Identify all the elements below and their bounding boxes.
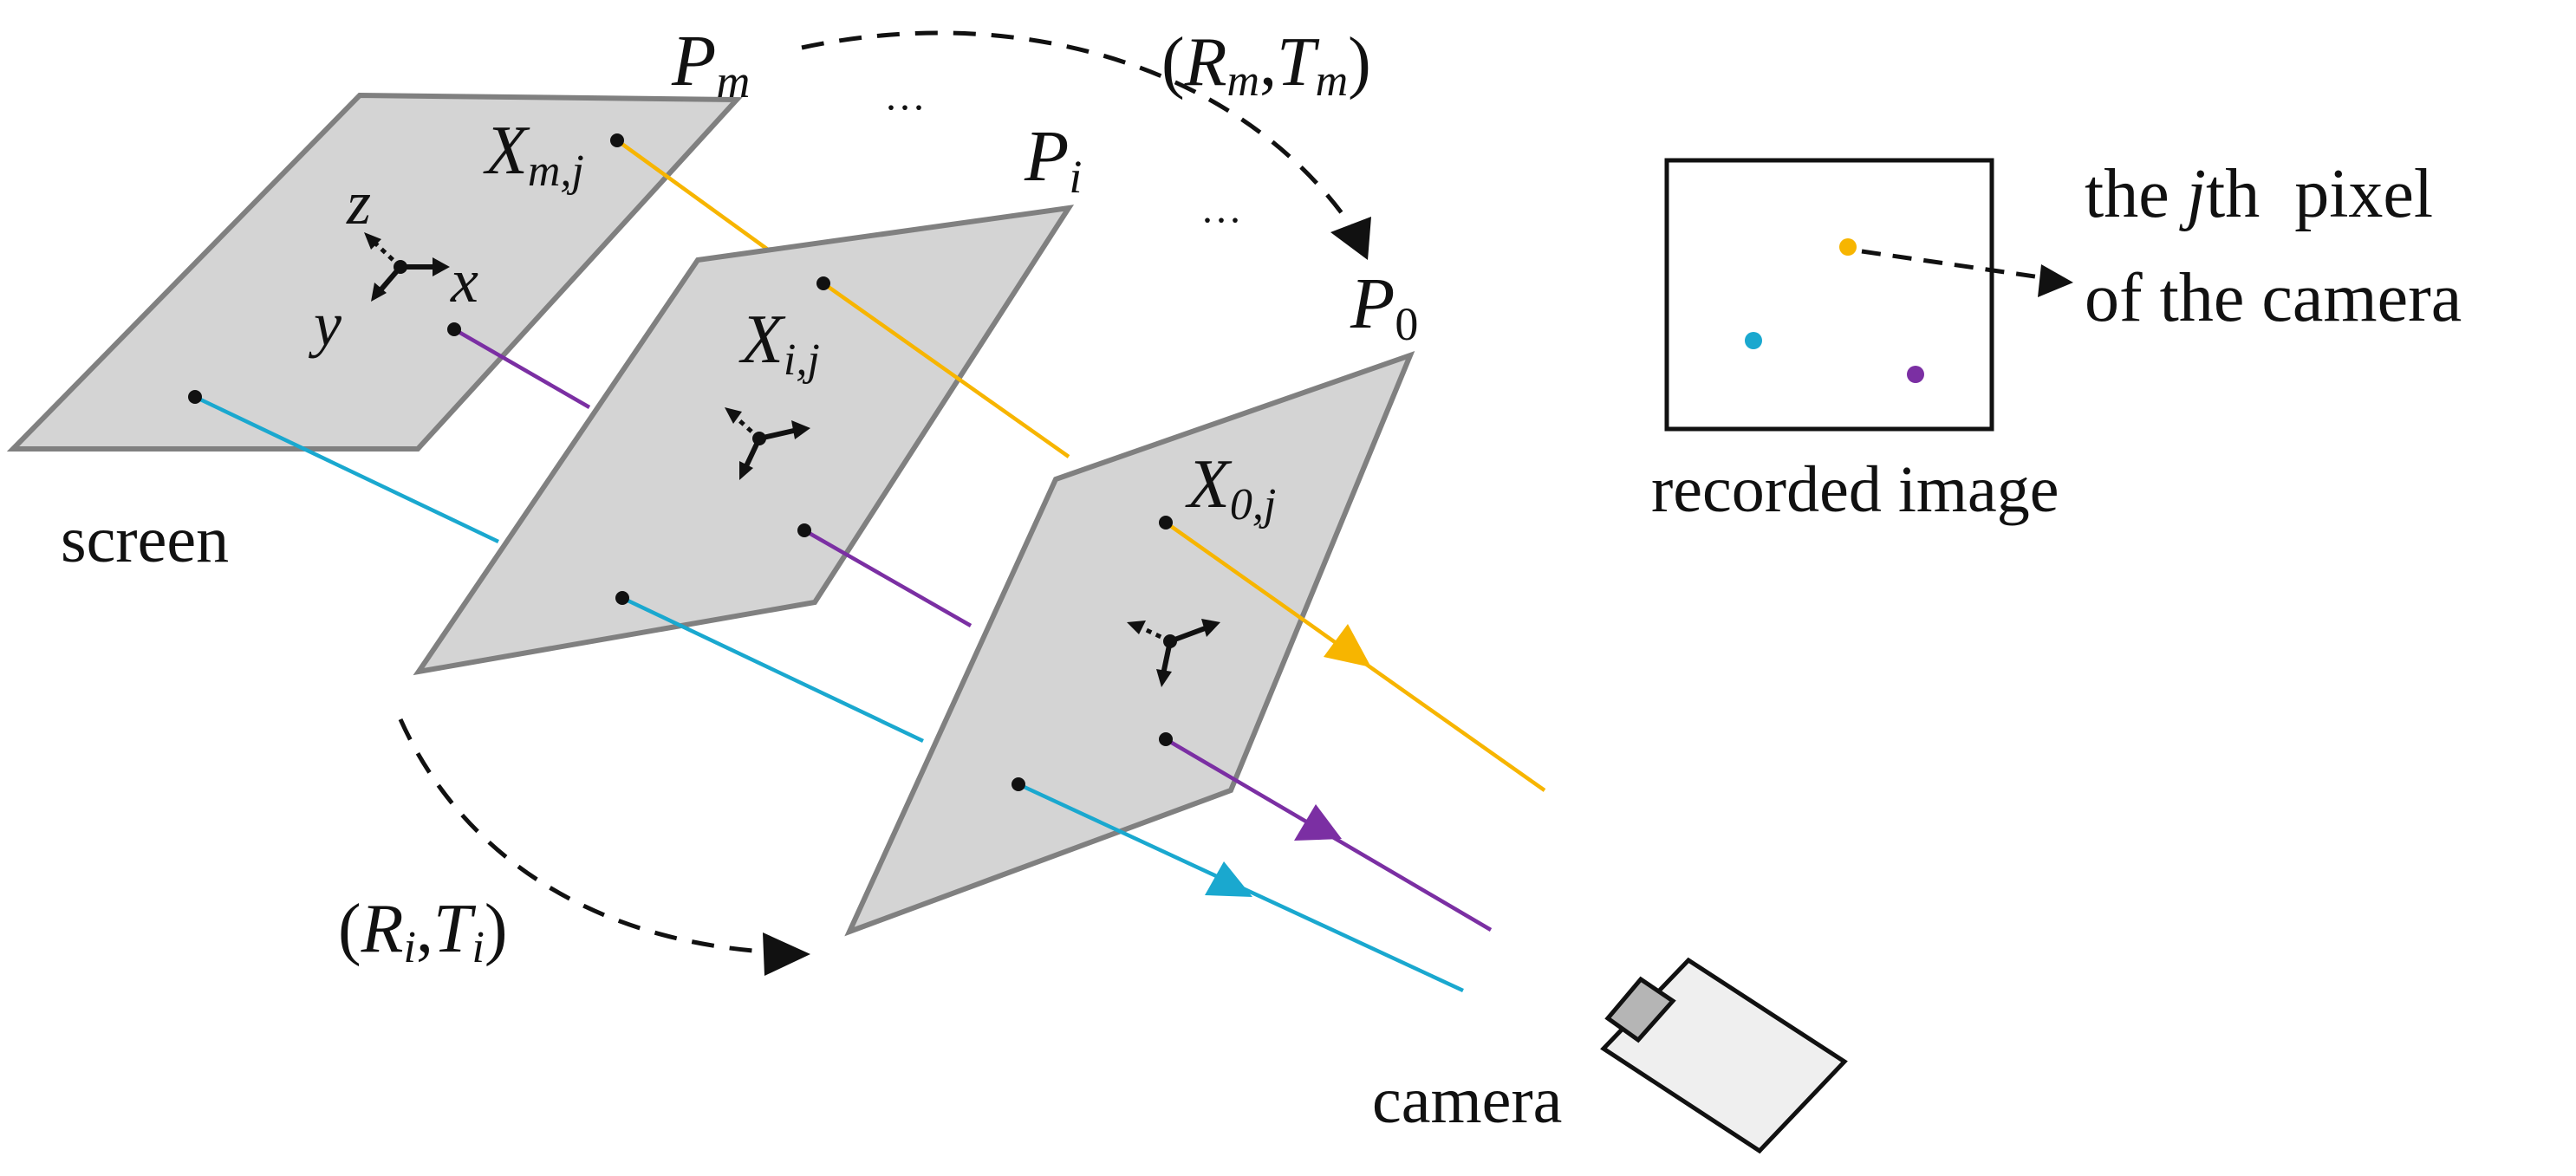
label-axis-x: x [450,246,478,315]
ray-yellow-pm [615,139,770,251]
label-screen: screen [61,504,229,576]
arrowhead-icon [763,932,810,976]
label-plane-p0: P0 [1350,263,1418,350]
arrowhead-yellow [1324,624,1371,667]
label-plane-pm: Pm [671,21,750,107]
recorded-image-frame [1664,158,1994,432]
label-transform-i: (Ri,Ti) [338,891,508,972]
cyan-source-dot-pm [188,390,202,404]
purple-source-dot-pi [797,523,811,537]
ray-purple-pm [452,328,591,409]
purple-source-dot-pm [447,322,461,336]
camera-lens [1604,976,1676,1043]
pixel-cyan [1745,332,1762,349]
point-xmj-dot [610,133,624,147]
ray-cyan-pm [194,394,499,544]
pixel-purple [1907,366,1924,383]
label-point-xij: Xi,j [738,302,820,385]
label-jth-pixel: the jth pixel [2085,156,2433,232]
label-point-x0j: X0,j [1185,446,1276,530]
pixel-pointer [1861,249,2053,282]
coordinate-axes-icon [725,407,810,480]
plane-pm [6,92,770,544]
ray-cyan-pi [621,595,924,744]
cyan-source-dot-pi [615,591,629,605]
label-axis-z: z [346,168,371,237]
plane-pi [413,205,1075,744]
ray-purple-pi [803,529,973,627]
plane-p0-surface [844,350,1415,937]
point-x0j-dot [1159,516,1173,530]
plane-pm-surface [6,92,743,452]
cyan-source-dot-p0 [1012,777,1025,791]
label-camera: camera [1372,1064,1562,1137]
recorded-image [1664,158,2073,432]
label-ellipsis-mid: ··· [1200,198,1242,244]
label-of-the-camera: of the camera [2085,260,2462,336]
label-plane-pi: Pi [1024,116,1082,203]
arrowhead-purple [1294,804,1342,841]
arrowhead-icon [1330,217,1371,260]
label-recorded-image: recorded image [1651,453,2059,526]
purple-source-dot-p0 [1159,732,1173,746]
ray-yellow-pi [822,282,1070,458]
label-point-xmj: Xm,j [483,113,584,196]
camera-icon [1600,957,1848,1154]
label-transform-m: (Rm,Tm) [1161,24,1371,106]
plane-pi-surface [413,205,1075,676]
coordinate-axes-icon [364,232,450,302]
plane-p0 [844,350,1546,993]
arrowhead-icon [2038,264,2073,297]
transform-arrow-i [398,718,810,976]
point-xij-dot [816,276,830,290]
label-ellipsis-top: ··· [884,85,926,131]
label-axis-y: y [308,289,342,359]
pixel-yellow [1839,238,1857,256]
arrowhead-cyan [1205,861,1252,897]
coordinate-axes-icon [1127,619,1220,687]
transform-arrow-m [801,30,1371,260]
